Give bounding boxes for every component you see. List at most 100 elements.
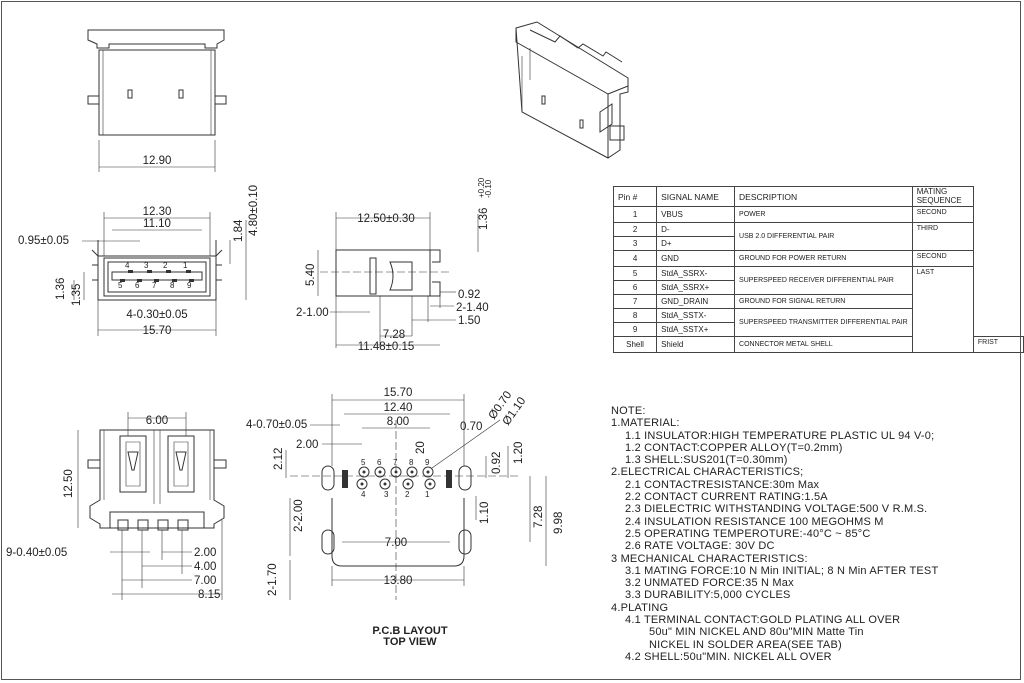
cell-pin: 4 [612, 250, 658, 267]
pcb-pin-2: 2 [405, 490, 410, 499]
cell-pin: 9 [612, 322, 658, 337]
dim-1-35: 1.35 [71, 284, 83, 306]
iso-view [515, 21, 629, 159]
dim-12-30: 12.30 [143, 206, 172, 218]
dim-9-0-40: 9-0.40±0.05 [6, 547, 67, 559]
header-description: DESCRIPTION [734, 186, 913, 207]
cell-sequence: FRIST [972, 336, 1024, 353]
pcb-hole-center [362, 470, 366, 474]
front-pin-8: 8 [170, 281, 175, 290]
dim-7-28: 7.28 [533, 506, 545, 528]
front-pin-6: 6 [135, 281, 140, 290]
front-pin-2: 2 [163, 261, 168, 270]
note-line: NICKEL IN SOLDER AREA(SEE TAB) [649, 638, 842, 651]
table-row: 4 GND GROUND FOR POWER RETURN SECOND [612, 250, 1024, 267]
dim-1-10: 1.10 [479, 502, 491, 524]
dim-12-50: 12.50 [63, 469, 75, 498]
cell-pin: 2 [612, 222, 658, 237]
cell-sequence: LAST [911, 266, 974, 353]
front-contact-bottom [172, 279, 177, 282]
dim-4-0-30: 4-0.30±0.05 [126, 309, 187, 321]
note-line: 2.5 OPERATING TEMPEROTURE:-40°C ~ 85°C [625, 527, 871, 540]
pcb-pin-6: 6 [377, 458, 382, 467]
pcb-hole [374, 466, 386, 478]
pcb-hole-center [383, 482, 387, 486]
pcb-hole-center [394, 470, 398, 474]
dim-0-95: 0.95±0.05 [18, 235, 69, 247]
front-pin-5: 5 [118, 281, 123, 290]
note-line: 2.3 DIELECTRIC WITHSTANDING VOLTAGE:500 … [625, 503, 928, 516]
front-contact-top [186, 270, 191, 273]
front-pin-1: 1 [183, 261, 188, 270]
dim-4-00: 4.00 [194, 561, 216, 573]
pcb-hole [358, 466, 370, 478]
front-contact-bottom [120, 279, 125, 282]
pcb-caption-line-2: TOP VIEW [383, 636, 437, 648]
cell-signal: Shield [656, 336, 736, 353]
dim-13-80: 13.80 [384, 575, 413, 587]
dim-5-40: 5.40 [305, 264, 317, 286]
pcb-hole-center [428, 482, 432, 486]
front-contact-top [128, 270, 133, 273]
dim-2-12: 2.12 [273, 448, 285, 470]
cell-description: GROUND FOR SIGNAL RETURN [734, 294, 913, 309]
dim-1-20: 1.20 [513, 442, 525, 464]
note-line: 2.6 RATE VOLTAGE: 30V DC [625, 540, 775, 553]
cell-description: SUPERSPEED RECEIVER DIFFERENTIAL PAIR [734, 266, 913, 295]
dim-7-00: 7.00 [194, 575, 216, 587]
dim-20: 20 [415, 441, 427, 454]
table-row: 5 StdA_SSRX- SUPERSPEED RECEIVER DIFFERE… [612, 266, 1024, 353]
dim-8-00: 8.00 [387, 416, 409, 428]
pcb-hole-center [410, 470, 414, 474]
dim-2-1-00: 2-1.00 [296, 307, 329, 319]
cell-pin: 7 [612, 294, 658, 309]
pcb-pin-3: 3 [384, 490, 389, 499]
cell-signal: D+ [656, 236, 736, 251]
note-line: 4.PLATING [611, 601, 669, 614]
front-pin-7: 7 [152, 281, 157, 290]
dim-2-1-40: 2-1.40 [456, 302, 489, 314]
dim-9-98: 9.98 [553, 512, 565, 534]
front-contact-top [147, 270, 152, 273]
note-line: 2.ELECTRICAL CHARACTERISTICS; [611, 466, 804, 479]
cell-description: USB 2.0 DIFFERENTIAL PAIR [734, 222, 913, 251]
dim-15-70: 15.70 [384, 387, 413, 399]
pcb-layout: 5 6 7 8 9 4 3 2 1 15.70 12.40 8.00 4-0.7… [246, 387, 565, 600]
note-line: 1.1 INSULATOR:HIGH TEMPERATURE PLASTIC U… [625, 429, 935, 442]
pcb-pin-1: 1 [425, 490, 430, 499]
dim-11-10: 11.10 [143, 218, 171, 230]
notes-block: NOTE:1.MATERIAL:1.1 INSULATOR:HIGH TEMPE… [611, 405, 938, 663]
dim-12-40: 12.40 [384, 402, 413, 414]
pcb-hole-center [378, 470, 382, 474]
front-contact-bottom [189, 279, 194, 282]
cell-signal: StdA_SSRX- [656, 266, 736, 281]
front-pin-3: 3 [144, 261, 149, 270]
pcb-hole [406, 466, 418, 478]
front-view: 4 3 2 1 5 6 7 8 9 12.30 11.10 0.95±0.05 … [18, 185, 260, 337]
cell-signal: StdA_SSRX+ [656, 280, 736, 295]
dim-4-0-70: 4-0.70±0.05 [246, 419, 307, 431]
dim-12-90: 12.90 [143, 155, 172, 167]
side-view: 12.50±0.30 1.36 +0.20 -0.10 5.40 0.92 2-… [296, 177, 493, 353]
front-pin-4: 4 [125, 261, 130, 270]
pcb-hole [424, 478, 436, 490]
dim-2-00: 2.00 [194, 547, 216, 559]
dim-7-00: 7.00 [385, 537, 407, 549]
front-contact-top [166, 270, 171, 273]
cell-signal: VBUS [656, 206, 736, 223]
cell-signal: StdA_SSTX+ [656, 322, 736, 337]
note-line: 3.1 MATING FORCE:10 N Min INITIAL; 8 N M… [625, 564, 939, 577]
dim-0-70: 0.70 [460, 421, 482, 433]
pcb-hole [422, 466, 434, 478]
note-line: 3.3 DURABILITY:5,000 CYCLES [625, 589, 791, 602]
pcb-hole-center [406, 482, 410, 486]
note-line: 4.1 TERMINAL CONTACT:GOLD PLATING ALL OV… [625, 614, 901, 627]
note-line: 4.2 SHELL:50u"MIN. NICKEL ALL OVER [625, 650, 832, 663]
pcb-pin-9: 9 [425, 458, 430, 467]
cell-sequence: THIRD [911, 222, 974, 251]
dim-8-15: 8.15 [198, 589, 220, 601]
